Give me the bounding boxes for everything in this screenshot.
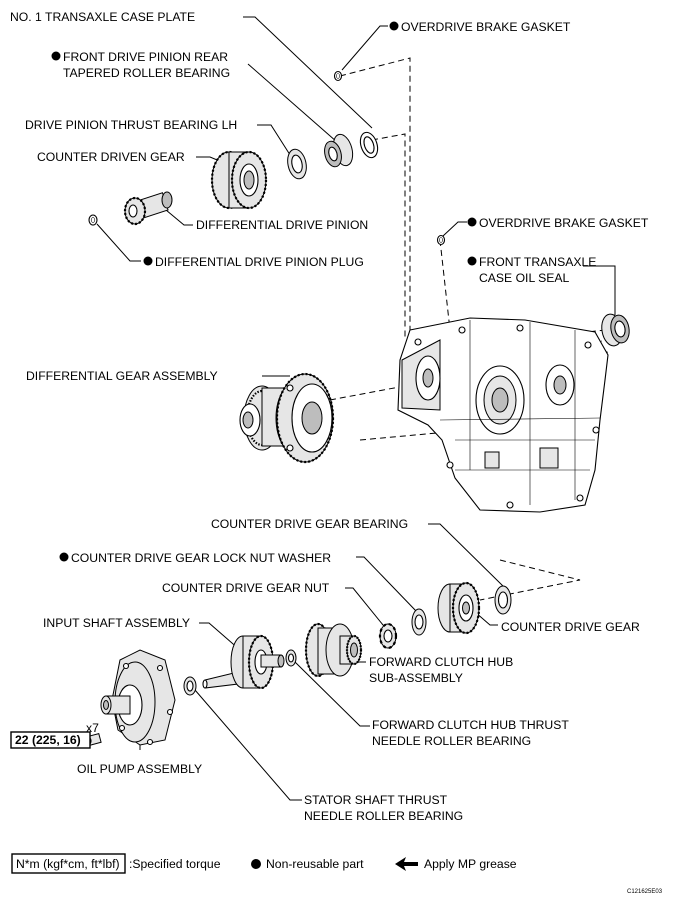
- part-labels: NO. 1 TRANSAXLE CASE PLATE OVERDRIVE BRA…: [10, 10, 649, 823]
- stator-thrust-bearing-part: [183, 676, 197, 696]
- label-no1-transaxle-case-plate: NO. 1 TRANSAXLE CASE PLATE: [10, 10, 195, 24]
- label-input-shaft-assembly: INPUT SHAFT ASSEMBLY: [43, 616, 190, 630]
- lock-nut-washer-part: [411, 608, 427, 636]
- legend-grease-arrow-icon: [395, 857, 418, 871]
- legend: N*m (kgf*cm, ft*lbf) :Specified torque N…: [11, 853, 517, 874]
- label-drive-pinion-thrust-bearing: DRIVE PINION THRUST BEARING LH: [25, 118, 237, 132]
- label-forward-clutch-thrust-1: FORWARD CLUTCH HUB THRUST: [372, 718, 569, 732]
- legend-torque-text: :Specified torque: [129, 857, 221, 871]
- differential-drive-pinion-part: [123, 191, 173, 226]
- label-overdrive-brake-gasket-top: OVERDRIVE BRAKE GASKET: [401, 20, 571, 34]
- label-differential-drive-pinion: DIFFERENTIAL DRIVE PINION: [196, 218, 368, 232]
- tapered-roller-bearing-part: [324, 133, 354, 168]
- non-reusable-bullet-icon: [51, 51, 61, 61]
- forward-clutch-thrust-bearing-part: [285, 649, 297, 667]
- label-front-case-oil-seal-1: FRONT TRANSAXLE: [479, 255, 596, 269]
- differential-gear-assembly-part: [239, 372, 335, 464]
- label-overdrive-brake-gasket-mid: OVERDRIVE BRAKE GASKET: [479, 216, 649, 230]
- differential-drive-pinion-plug-part: [88, 214, 98, 226]
- figure-code: C121625E03: [627, 889, 663, 895]
- oil-pump-assembly-part: [100, 649, 176, 746]
- label-counter-drive-gear-bearing: COUNTER DRIVE GEAR BEARING: [211, 517, 408, 531]
- label-lock-nut-washer: COUNTER DRIVE GEAR LOCK NUT WASHER: [71, 551, 331, 565]
- transaxle-case-plate-part: [359, 131, 379, 159]
- counter-drive-gear-bearing-part: [494, 585, 512, 615]
- label-counter-drive-gear: COUNTER DRIVE GEAR: [501, 620, 640, 634]
- legend-torque-box: [11, 853, 126, 874]
- non-reusable-bullet-icon: [59, 552, 69, 562]
- label-counter-driven-gear: COUNTER DRIVEN GEAR: [37, 150, 185, 164]
- forward-clutch-hub-part: [304, 622, 363, 678]
- overdrive-brake-gasket-top-part: [333, 70, 343, 82]
- label-differential-drive-pinion-plug: DIFFERENTIAL DRIVE PINION PLUG: [155, 255, 364, 269]
- label-forward-clutch-thrust-2: NEEDLE ROLLER BEARING: [372, 734, 531, 748]
- overdrive-brake-gasket-mid-part: [436, 234, 446, 246]
- label-forward-clutch-hub-1: FORWARD CLUTCH HUB: [369, 655, 513, 669]
- counter-driven-gear-part: [210, 150, 268, 210]
- torque-spec-box: [10, 731, 91, 749]
- non-reusable-bullet-icon: [467, 256, 477, 266]
- counter-drive-gear-part: [437, 581, 481, 635]
- legend-non-reusable-text: Non-reusable part: [266, 857, 364, 871]
- non-reusable-bullet-icon: [143, 256, 153, 266]
- label-front-drive-pinion-bearing-2: TAPERED ROLLER BEARING: [63, 66, 230, 80]
- label-torque-spec: 22 (225, 16): [15, 733, 81, 747]
- label-counter-drive-gear-nut: COUNTER DRIVE GEAR NUT: [162, 581, 330, 595]
- label-differential-gear-assembly: DIFFERENTIAL GEAR ASSEMBLY: [26, 369, 218, 383]
- legend-torque-units: N*m (kgf*cm, ft*lbf): [16, 857, 120, 871]
- non-reusable-bullet-icon: [467, 217, 477, 227]
- leader-lines: [92, 16, 616, 801]
- front-case-oil-seal-part: [601, 313, 630, 347]
- label-front-case-oil-seal-2: CASE OIL SEAL: [479, 271, 570, 285]
- label-forward-clutch-hub-2: SUB-ASSEMBLY: [369, 671, 463, 685]
- drive-pinion-thrust-bearing-part: [287, 148, 307, 180]
- label-stator-thrust-1: STATOR SHAFT THRUST: [304, 793, 448, 807]
- counter-drive-gear-nut-part: [378, 622, 398, 650]
- label-oil-pump-assembly: OIL PUMP ASSEMBLY: [77, 762, 202, 776]
- label-front-drive-pinion-bearing-1: FRONT DRIVE PINION REAR: [63, 50, 228, 64]
- legend-grease-text: Apply MP grease: [424, 857, 517, 871]
- transaxle-case-housing-part: [397, 317, 609, 513]
- non-reusable-bullet-icon: [389, 21, 399, 31]
- label-stator-thrust-2: NEEDLE ROLLER BEARING: [304, 809, 463, 823]
- input-shaft-assembly-part: [202, 634, 285, 690]
- legend-non-reusable-icon: [251, 859, 261, 869]
